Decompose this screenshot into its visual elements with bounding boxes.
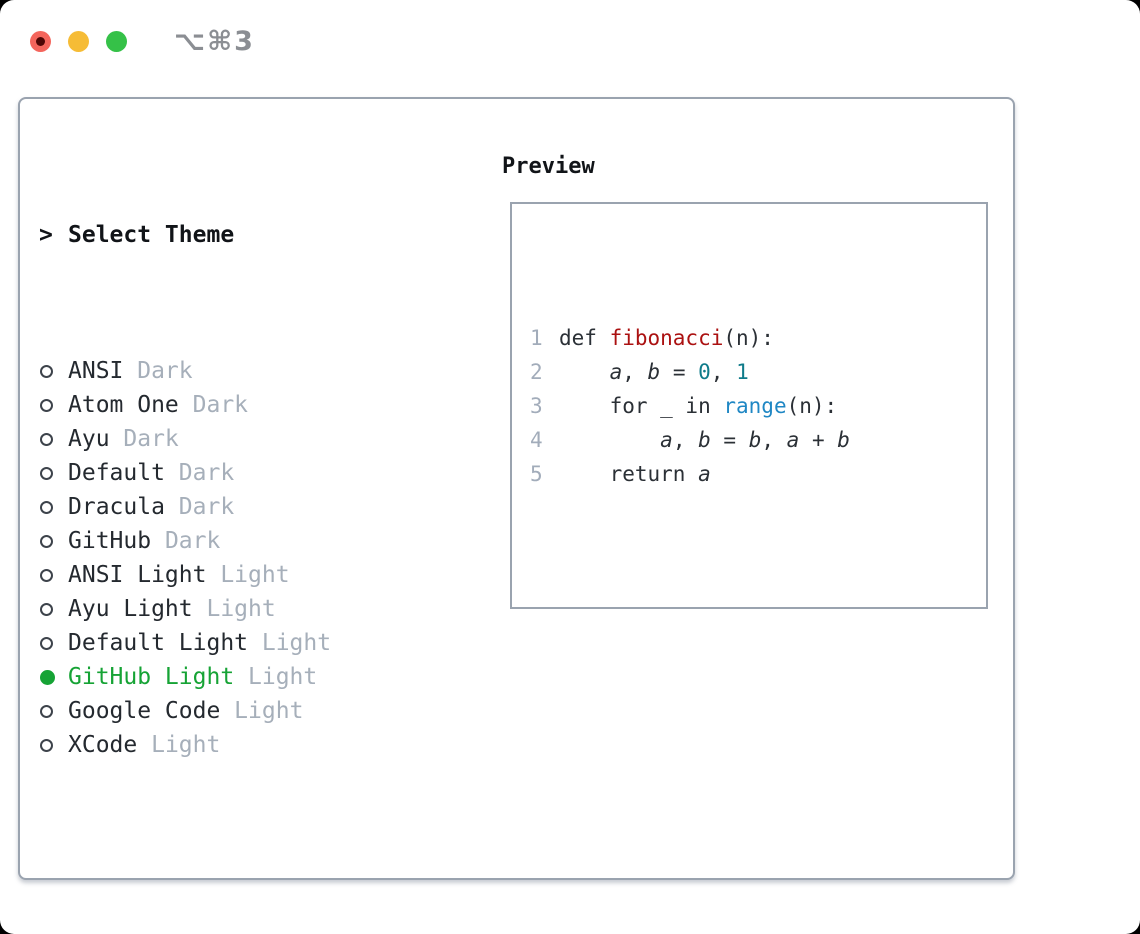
radio-icon (39, 636, 68, 650)
theme-variant: Light (220, 698, 304, 724)
line-number: 5 (530, 462, 543, 486)
theme-variant: Dark (151, 528, 221, 554)
code-line: 5 return a (530, 457, 986, 491)
theme-name: ANSI Light (68, 562, 207, 588)
radio-icon (39, 738, 68, 752)
theme-option[interactable]: GitHub Light Light (39, 660, 489, 694)
radio-icon (39, 364, 68, 378)
code-text: return a (559, 462, 711, 486)
minimize-button-icon[interactable] (68, 31, 89, 52)
theme-variant: Light (192, 596, 276, 622)
spacer (530, 559, 986, 593)
theme-option[interactable]: GitHub Dark (39, 524, 489, 558)
radio-icon (39, 432, 68, 446)
theme-option[interactable]: Atom One Dark (39, 388, 489, 422)
zoom-button-icon[interactable] (106, 31, 127, 52)
code-line: 1 def fibonacci(n): (530, 321, 986, 355)
theme-name: Default Light (68, 630, 249, 656)
theme-variant: Dark (164, 494, 235, 520)
theme-name: ANSI (68, 358, 124, 384)
theme-option[interactable]: Dracula Dark (39, 490, 489, 524)
code-line: 3 for _ in range(n): (530, 389, 986, 423)
theme-variant: Dark (123, 358, 193, 384)
theme-name: GitHub Light (68, 664, 235, 690)
picker-title: Select Theme (68, 222, 235, 248)
prompt-caret: > (39, 222, 53, 248)
theme-name: GitHub (68, 528, 152, 554)
theme-variant: Light (248, 630, 332, 656)
close-button-icon[interactable] (30, 31, 51, 52)
theme-name: Default (68, 460, 165, 486)
code-line: 4 a, b = b, a + b (530, 423, 986, 457)
code-text: for _ in range(n): (559, 394, 838, 418)
theme-option[interactable]: ANSI Dark (39, 354, 489, 388)
theme-name: Google Code (68, 698, 221, 724)
theme-option[interactable]: Google Code Light (39, 694, 489, 728)
theme-variant: Light (137, 732, 221, 758)
theme-option[interactable]: Default Dark (39, 456, 489, 490)
line-number: 3 (530, 394, 543, 418)
picker-header: > Select Theme (39, 218, 489, 252)
theme-option[interactable]: Ayu Light Light (39, 592, 489, 626)
radio-icon (39, 568, 68, 582)
spacer (39, 864, 489, 898)
theme-option[interactable]: Default Light Light (39, 626, 489, 660)
line-number: 2 (530, 360, 543, 384)
theme-name: Ayu (68, 426, 110, 452)
theme-variant: Light (206, 562, 290, 588)
theme-variant: Dark (178, 392, 249, 418)
window-shortcut-label: ⌥⌘3 (174, 26, 255, 57)
theme-option[interactable]: Ayu Dark (39, 422, 489, 456)
code-text: def fibonacci(n): (559, 326, 774, 350)
line-number: 4 (530, 428, 543, 452)
theme-name: Dracula (68, 494, 165, 520)
code-text: a, b = b, a + b (660, 428, 850, 452)
theme-variant: Light (234, 664, 318, 690)
theme-option[interactable]: ANSI Light Light (39, 558, 489, 592)
theme-name: XCode (68, 732, 138, 758)
code-line: 2 a, b = 0, 1 (530, 355, 986, 389)
radio-icon (39, 602, 68, 616)
theme-variant: Dark (109, 426, 179, 452)
radio-icon (39, 669, 68, 685)
radio-icon (39, 398, 68, 412)
preview-title: Preview (502, 154, 595, 179)
theme-option[interactable]: XCode Light (39, 728, 489, 762)
line-number: 1 (530, 326, 543, 350)
radio-icon (39, 534, 68, 548)
titlebar: ⌥⌘3 (30, 26, 255, 57)
radio-icon (39, 500, 68, 514)
theme-name: Atom One (68, 392, 179, 418)
theme-name: Ayu Light (68, 596, 193, 622)
theme-variant: Dark (164, 460, 235, 486)
code-text: a, b = 0, 1 (609, 360, 749, 384)
radio-icon (39, 466, 68, 480)
radio-icon (39, 704, 68, 718)
